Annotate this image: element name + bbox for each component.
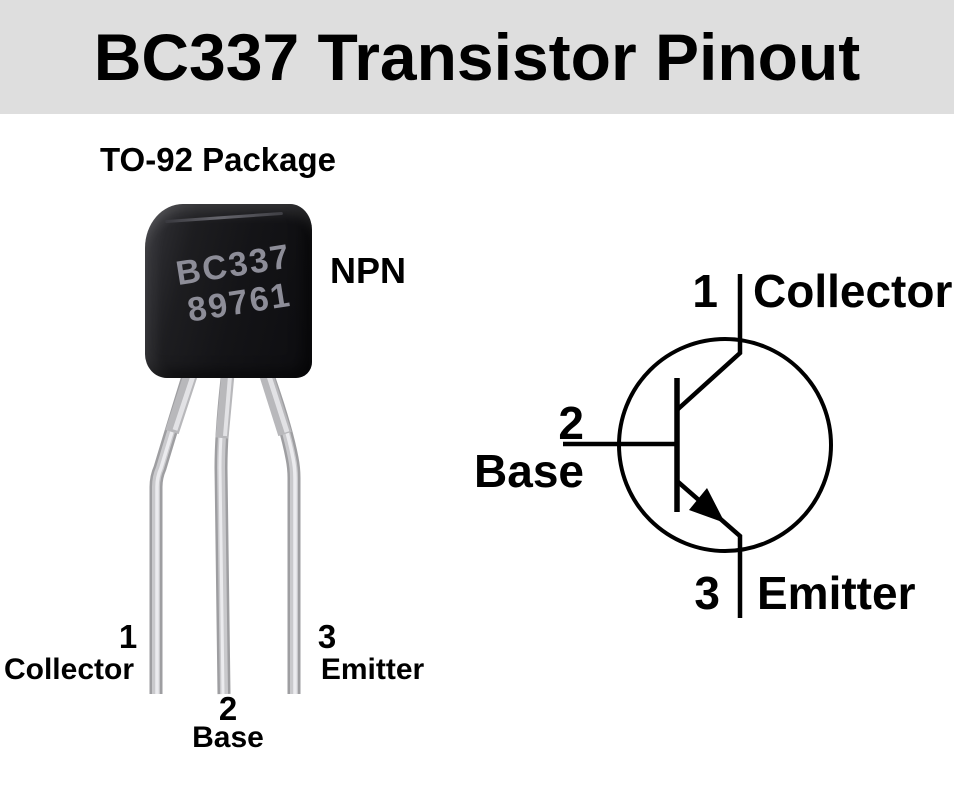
symbol-emitter-arrow (689, 488, 725, 523)
transistor-polarity-label: NPN (330, 250, 407, 291)
schematic-pin3-name: Emitter (757, 567, 916, 619)
lead-collector-flat-shine (172, 375, 196, 431)
photo-pin2-name: Base (192, 721, 264, 754)
transistor-body: BC337 89761 (145, 204, 312, 378)
photo-pin2-number: 2 (218, 690, 238, 727)
schematic-pin1-name: Collector (753, 265, 953, 317)
schematic-pin2-number: 2 (558, 397, 584, 449)
photo-pin3-name: Emitter (320, 653, 425, 686)
transistor-leads (149, 367, 301, 695)
symbol-collector-lead (675, 274, 743, 412)
title-banner: BC337 Transistor Pinout (0, 0, 954, 114)
page-title: BC337 Transistor Pinout (93, 20, 861, 94)
photo-pin3-number: 3 (317, 618, 337, 655)
package-mold-seam (165, 211, 283, 224)
schematic-pin1-number: 1 (692, 265, 718, 317)
npn-transistor-symbol (563, 274, 833, 618)
photo-pin1-number: 1 (118, 618, 138, 655)
package-type-label: TO-92 Package (100, 141, 337, 178)
package-marking: BC337 89761 (154, 234, 319, 333)
lead-base-flat-shine (223, 375, 232, 437)
photo-pin1-name: Collector (3, 653, 135, 686)
lead-emitter-flat-shine (266, 375, 290, 433)
schematic-pin2-name: Base (474, 445, 584, 497)
lead-base-flat (215, 373, 235, 439)
schematic-pin3-number: 3 (694, 567, 720, 619)
